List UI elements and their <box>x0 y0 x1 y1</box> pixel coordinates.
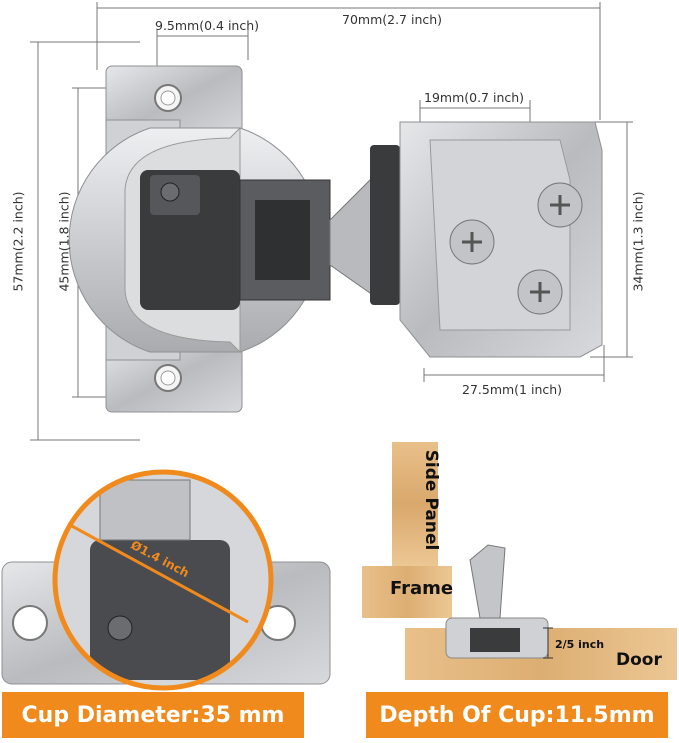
arm-length-label: 27.5mm(1 inch) <box>462 382 563 397</box>
cup-diameter-banner: Cup Diameter:35 mm <box>2 692 304 738</box>
plate-height-label: 57mm(2.2 inch) <box>10 191 26 292</box>
install-diagram <box>362 442 677 680</box>
cup-detail-photo <box>1 469 331 691</box>
side-panel-label: Side Panel <box>421 449 441 551</box>
hole-offset-label: 9.5mm(0.4 inch) <box>155 18 260 33</box>
total-width-label: 70mm(2.7 inch) <box>342 12 443 27</box>
cup-depth-label: 2/5 inch <box>555 638 605 651</box>
hole-spacing-label: 45mm(1.8 inch) <box>56 191 72 292</box>
cup-depth-banner: Depth Of Cup:11.5mm <box>366 692 668 738</box>
frame-label: Frame <box>390 578 454 599</box>
arm-height-label: 34mm(1.3 inch) <box>630 191 646 292</box>
hinge-cup <box>68 126 331 354</box>
hinge-arm <box>329 121 603 358</box>
door-label: Door <box>616 650 662 670</box>
arm-width-label: 19mm(0.7 inch) <box>424 90 525 105</box>
